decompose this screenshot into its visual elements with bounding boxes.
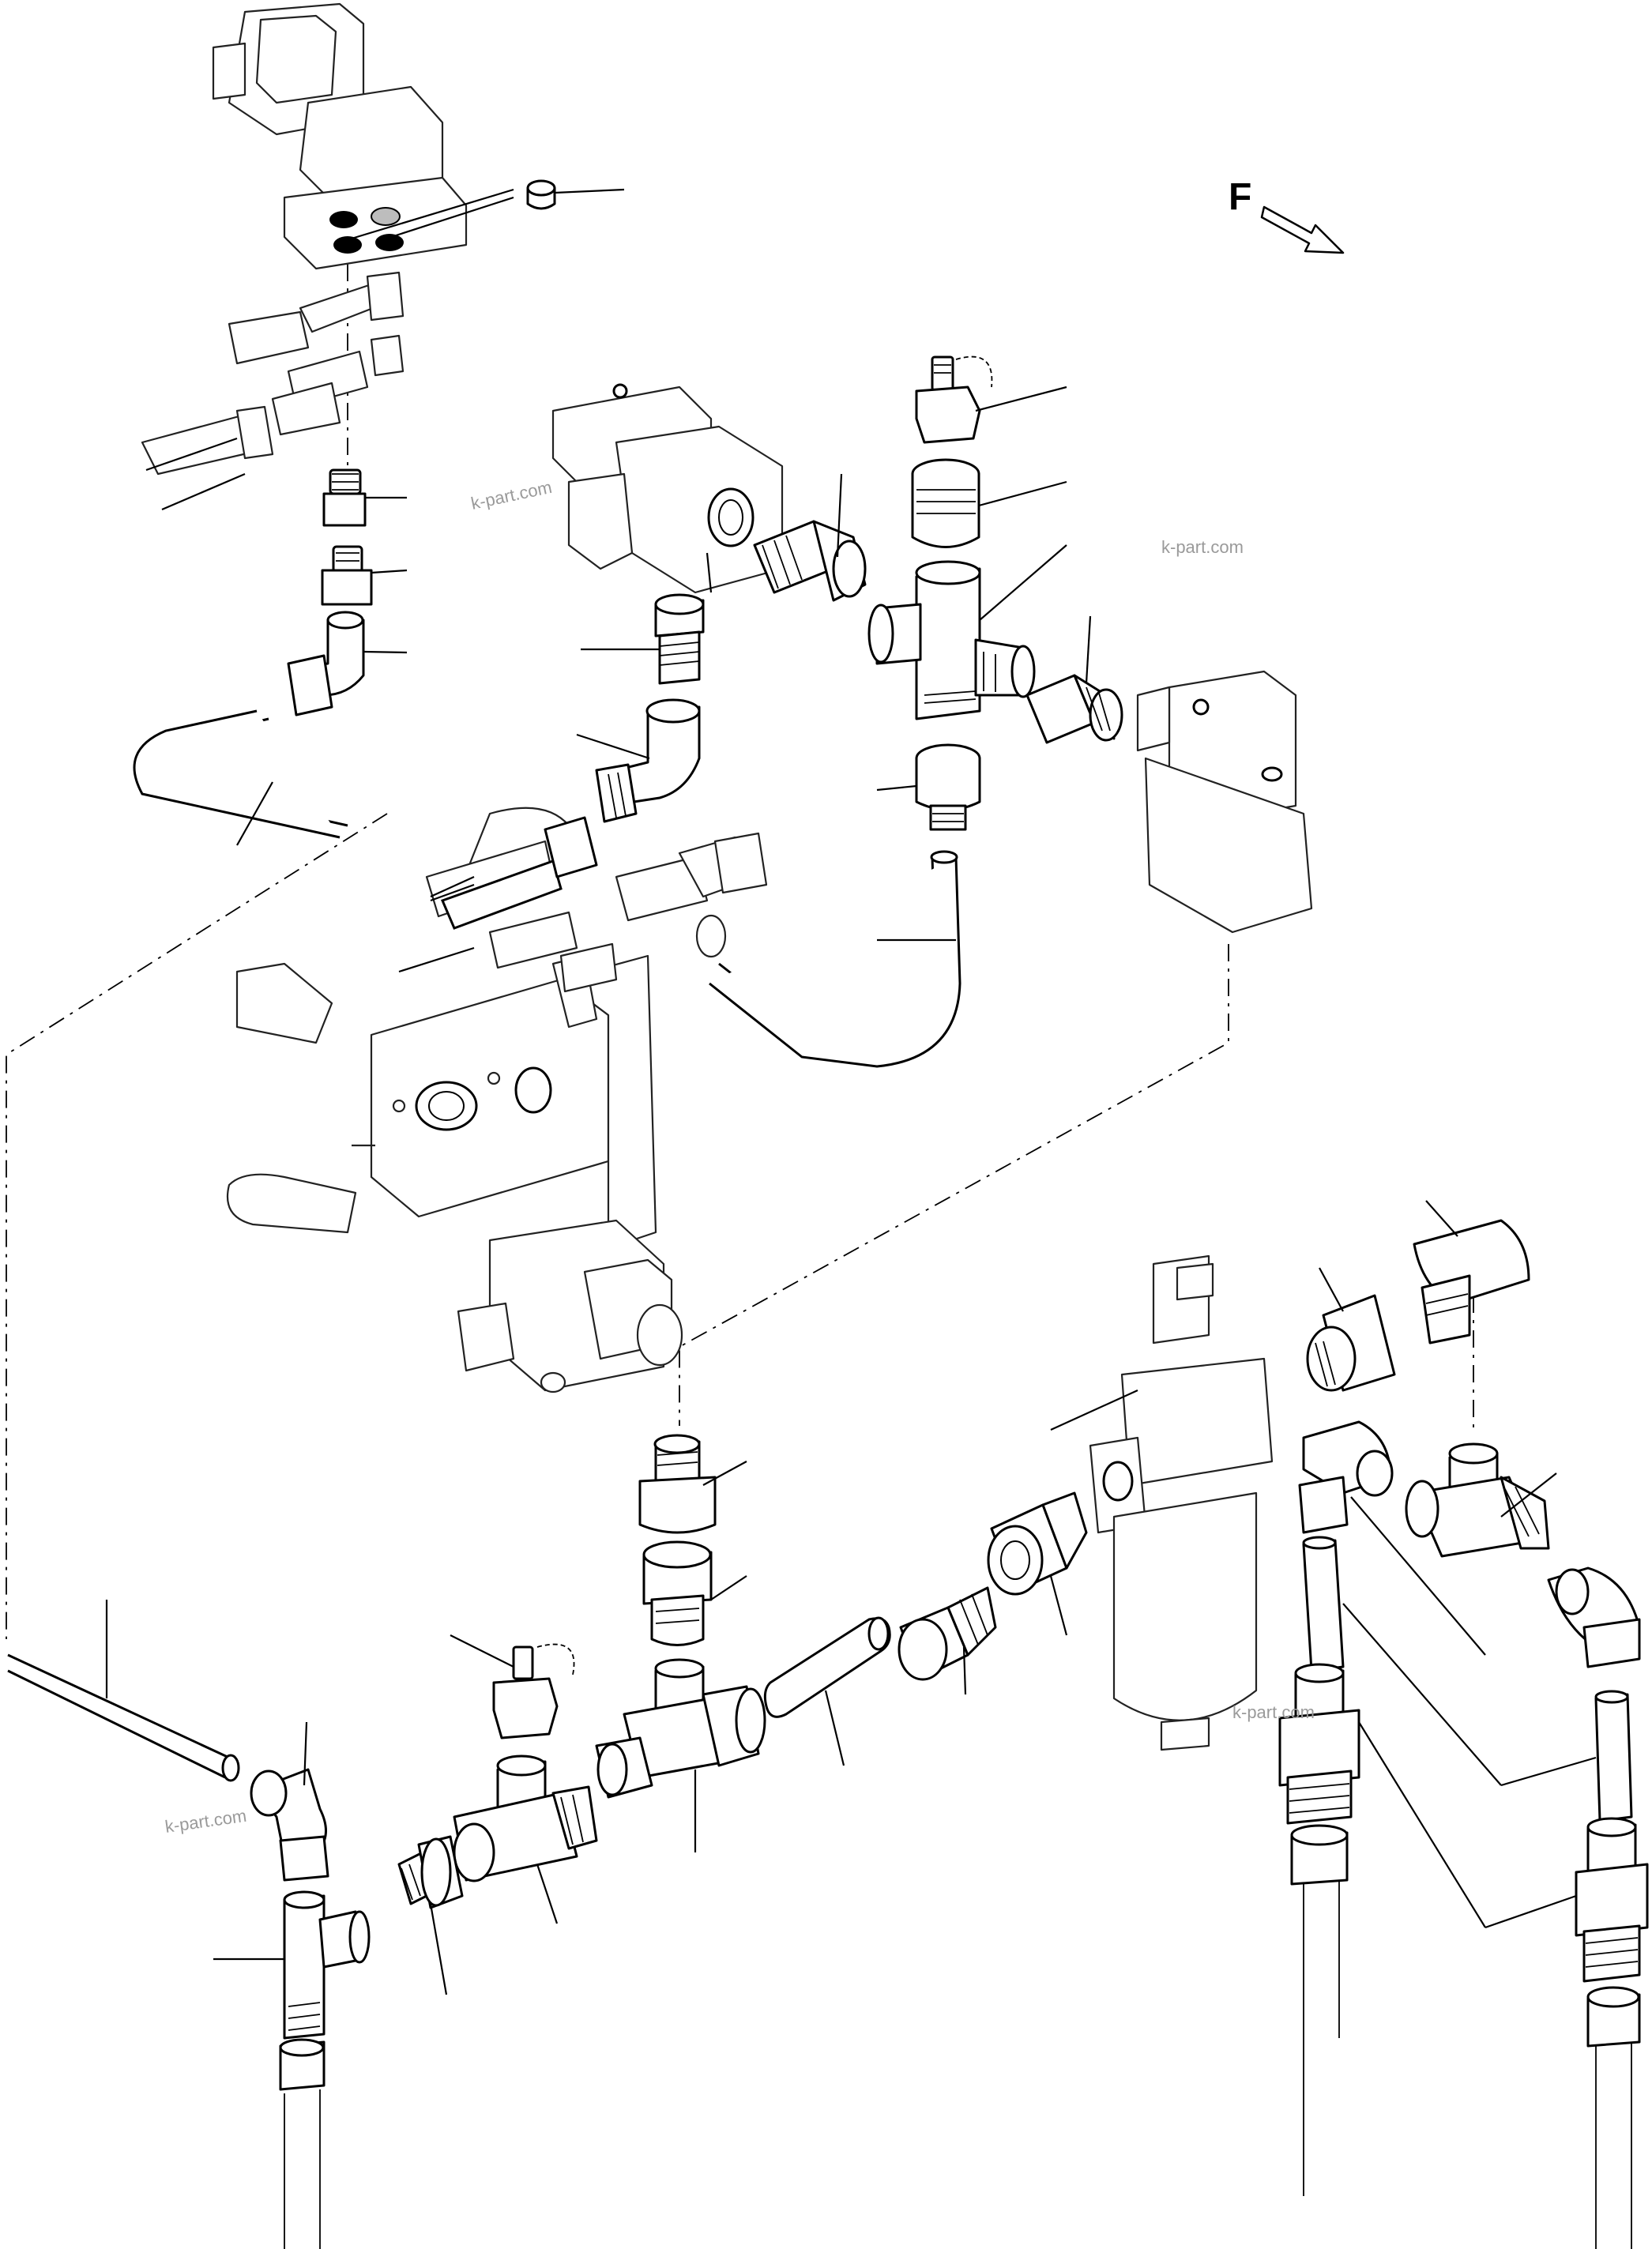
adapter-diagonal-center — [753, 473, 867, 602]
tee-right — [1405, 1442, 1557, 1558]
solenoid-valve-top-left — [141, 2, 514, 511]
watermark-3: k-part.com — [164, 1806, 247, 1837]
hose-assembly-center-left — [430, 816, 598, 930]
solenoid-valve-center — [551, 383, 784, 594]
hose-lower-left — [279, 2038, 326, 2249]
watermark-2: k-part.com — [1161, 537, 1244, 557]
connector-left-2 — [321, 545, 408, 606]
elbow-center — [576, 698, 701, 823]
tube-right-short — [1302, 1536, 1502, 1786]
nut-diagonal-lower — [897, 1586, 997, 1695]
watermark-1: k-part.com — [469, 477, 554, 513]
elbow-right-upper — [1413, 1200, 1530, 1345]
assembly-guide-lines — [6, 229, 1474, 1639]
front-direction-label: F — [1229, 176, 1251, 218]
nut-lower-1 — [638, 1434, 747, 1534]
tee-lower-left — [453, 1754, 598, 1924]
nut-top-right — [911, 458, 1067, 548]
hose-right-1 — [1290, 1824, 1349, 2196]
solenoid-valve-right — [1136, 670, 1313, 934]
front-direction-indicator: F — [1229, 176, 1345, 254]
cross-fitting — [867, 544, 1067, 720]
elbow-right-lower — [1547, 1566, 1641, 1668]
nut-below-cross — [876, 743, 981, 831]
tube-straight-lower — [763, 1616, 891, 1766]
cap-plug-top — [526, 179, 625, 210]
tee-lower-center — [595, 1658, 766, 1852]
adapter-right-upper — [1306, 1267, 1396, 1392]
nut-lower-2 — [642, 1540, 747, 1646]
grease-nipple-top — [915, 355, 1067, 444]
adapter-diagonal-lower — [987, 1491, 1088, 1636]
tube-long-left — [7, 1600, 240, 1782]
grease-nipple-lower — [450, 1634, 575, 1739]
manifold-block — [226, 807, 768, 1250]
nut-lower-left — [397, 1835, 464, 1995]
u-shaped-tube-left — [133, 709, 348, 846]
elbow-right-middle — [1298, 1420, 1486, 1656]
watermark-4: k-part.com — [1232, 1702, 1315, 1722]
adapter-right-of-cross — [1025, 615, 1123, 744]
elbow-lower-left — [250, 1721, 329, 1882]
hose-right-2 — [1586, 1986, 1641, 2249]
bulkhead-fitting-right-2 — [1485, 1817, 1649, 1983]
solenoid-valve-lower-center — [457, 1219, 683, 1393]
tube-right-far — [1500, 1690, 1633, 1822]
bulkhead-fitting-right-1 — [1278, 1663, 1486, 1928]
front-direction-arrow-icon — [1260, 205, 1345, 254]
filter-housing — [1050, 1254, 1274, 1751]
nipple-center-vertical — [581, 593, 705, 685]
connector-left-1 — [322, 468, 407, 527]
bent-tube-center — [709, 850, 961, 1068]
tee-lower-far-left — [213, 1890, 371, 2040]
elbow-left — [287, 611, 408, 716]
